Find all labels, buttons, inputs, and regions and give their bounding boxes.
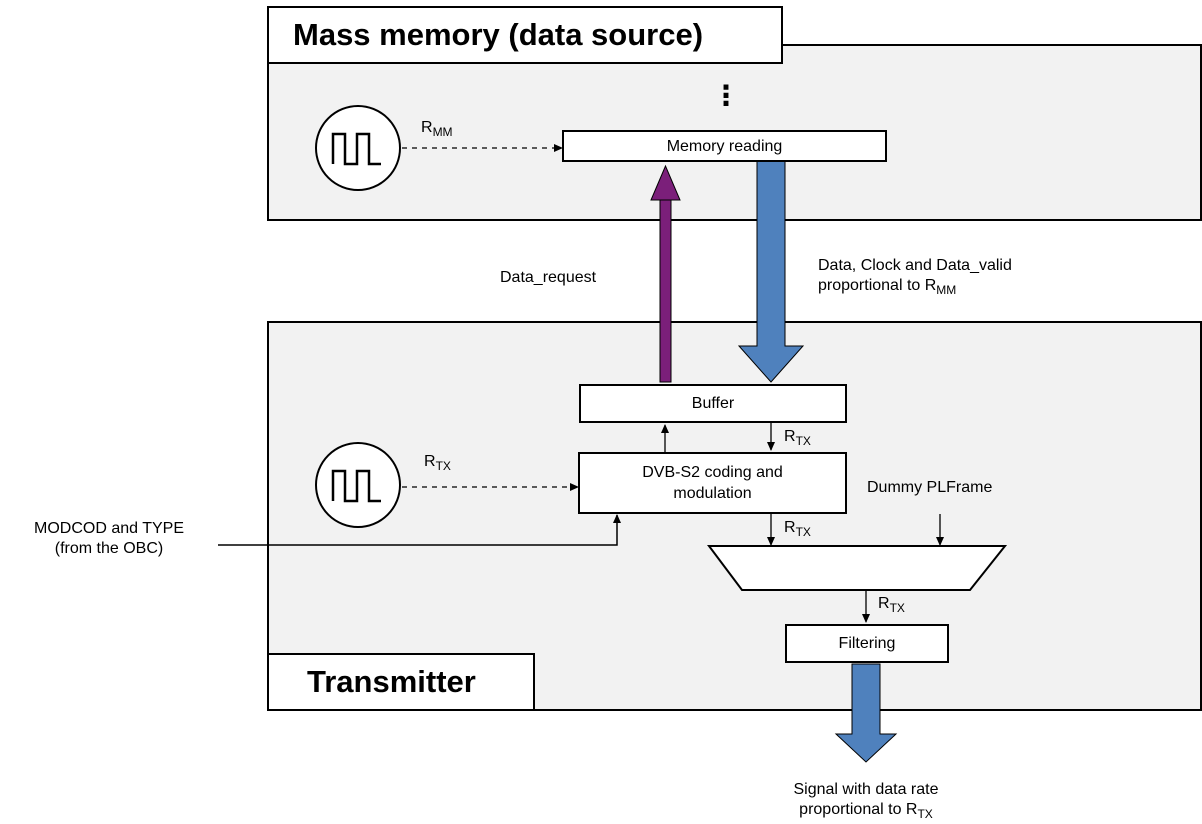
- dvb-s2-label-line2: modulation: [673, 485, 752, 502]
- output-signal-line1: Signal with data rate: [793, 781, 939, 798]
- data-clock-valid-label: Data, Clock and Data_valid proportional …: [818, 256, 1012, 296]
- transmitter-title-text: Transmitter: [307, 664, 476, 699]
- modcod-line1: MODCOD and TYPE: [34, 520, 184, 537]
- dvb-s2-label-line1: DVB-S2 coding and: [642, 464, 783, 481]
- output-signal-label: Signal with data rate proportional to RT…: [766, 780, 966, 820]
- transmitter-title: Transmitter: [267, 653, 535, 711]
- ellipsis: ⋮: [712, 80, 740, 111]
- modcod-input-line: [218, 514, 621, 546]
- rtx-buffer-dvb-label: RTX: [784, 428, 811, 448]
- filtering-block: Filtering: [785, 624, 949, 663]
- data-clock-valid-line2: proportional to RMM: [818, 277, 957, 297]
- buffer-label: Buffer: [691, 395, 735, 412]
- modcod-line2: (from the OBC): [54, 540, 164, 557]
- rtx-mux-filter-label: RTX: [878, 595, 905, 615]
- data-request-arrow: [650, 164, 681, 383]
- mass-memory-title: Mass memory (data source): [267, 6, 783, 64]
- filtering-label: Filtering: [838, 635, 896, 652]
- modcod-label: MODCOD and TYPE (from the OBC): [6, 519, 212, 559]
- rmm-label: RMM: [421, 119, 453, 139]
- data-request-label: Data_request: [500, 269, 597, 286]
- mass-memory-title-text: Mass memory (data source): [293, 17, 704, 52]
- rtx-clock-label: RTX: [424, 453, 451, 473]
- data-clock-arrow: [737, 160, 805, 383]
- output-signal-arrow: [834, 663, 898, 763]
- rtx-dvb-mux-label: RTX: [784, 519, 811, 539]
- clock-square-wave-icon: [315, 105, 401, 191]
- memory-reading-label: Memory reading: [666, 137, 783, 155]
- data-clock-valid-line1: Data, Clock and Data_valid: [818, 257, 1012, 274]
- dvb-s2-block: DVB-S2 coding and modulation: [578, 452, 847, 514]
- dummy-plframe-label: Dummy PLFrame: [867, 479, 993, 496]
- clock-square-wave-icon: [315, 442, 401, 528]
- multiplexer: [707, 545, 1008, 591]
- output-signal-line2: proportional to RTX: [799, 801, 933, 821]
- buffer-block: Buffer: [579, 384, 847, 423]
- memory-reading-block: Memory reading: [562, 130, 887, 162]
